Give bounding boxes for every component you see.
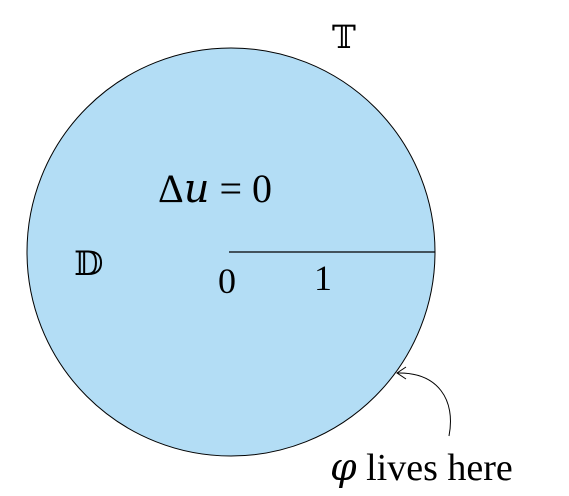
origin-label: 0	[218, 261, 236, 301]
radius-label: 1	[314, 258, 332, 298]
phi-text: lives here	[357, 447, 513, 489]
boundary-label: 𝕋	[332, 18, 356, 56]
disk-label: 𝔻	[74, 244, 103, 284]
equation-var: u	[184, 166, 210, 212]
laplace-equation: Δu = 0	[158, 166, 272, 212]
arrow-head	[396, 366, 407, 380]
equation-rest: = 0	[210, 166, 273, 211]
annotation-text: φ lives here	[330, 445, 513, 489]
equation-delta: Δ	[158, 166, 184, 211]
phi-symbol: φ	[330, 445, 357, 489]
annotation-arrow	[396, 372, 451, 437]
